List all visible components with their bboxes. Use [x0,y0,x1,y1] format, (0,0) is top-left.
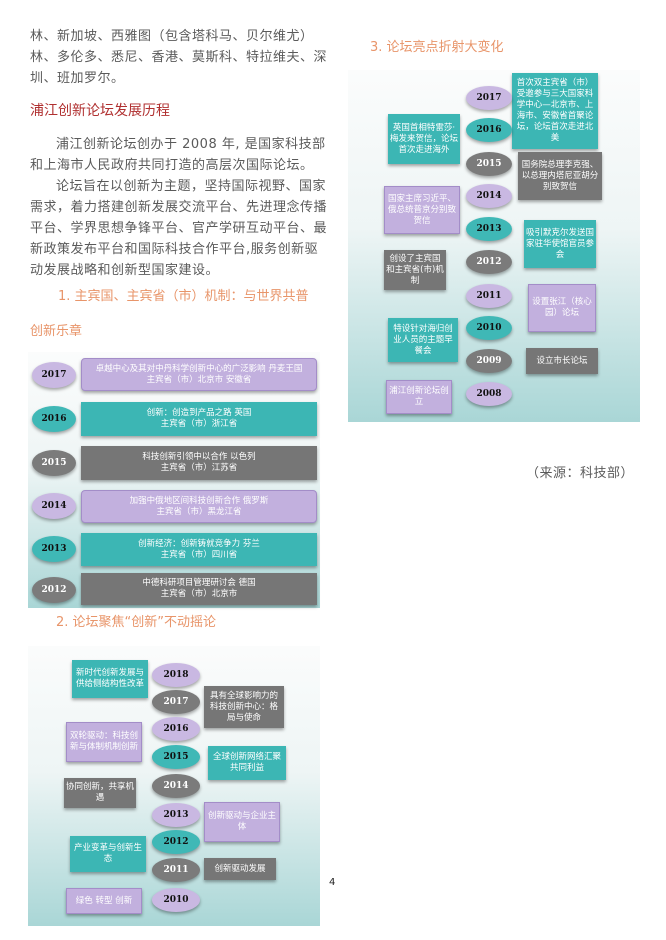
intro-line-2: 林、多伦多、悉尼、香港、莫斯科、特拉维夫、深 [30,50,328,65]
s3-left-box-4: 特设针对海归创业人员的主题早餐会 [388,318,458,362]
s2-right-box-2: 全球创新网络汇聚共同利益 [208,746,286,780]
s1-row-2015-text2: 主宾省（市）江苏省 [160,463,238,473]
s2-year-2012: 2012 [152,830,200,854]
section3-diagram: 首次双主宾省（市）受邀参与三大国家科学中心—北京市、上海市、安徽省首聚论坛，论坛… [348,70,640,422]
s1-row-2016-text2: 主宾省（市）浙江省 [160,419,238,429]
s2-right-box-1: 具有全球影响力的科技创新中心：格局与使命 [204,686,284,728]
s2-left-box-5: 绿色 转型 创新 [66,888,142,914]
s1-year-2012: 2012 [32,577,76,603]
history-para2-line3: 平台、学界思想争锋平台、官产学研互动平台、最 [30,221,328,236]
s2-year-2013: 2013 [152,803,200,827]
s2-year-2015: 2015 [152,745,200,769]
s1-row-2017-text2: 主宾省（市）北京市 安徽省 [146,374,252,385]
s3-left-box-5: 浦江创新论坛创立 [386,380,452,414]
s3-right-box-4: 设置张江（核心园）论坛 [528,284,596,332]
s1-row-2016: 创新：创造到产品之路 英国 主宾省（市）浙江省 [81,402,317,436]
s1-year-2016: 2016 [32,406,76,432]
s1-row-2013-text2: 主宾省（市）四川省 [160,549,238,560]
s1-row-2015: 科技创新引领中以合作 以色列 主宾省（市）江苏省 [81,446,317,480]
s3-left-box-1: 英国首相特雷莎·梅发来贺信，论坛首次走进海外 [388,114,460,164]
s1-row-2016-text1: 创新：创造到产品之路 英国 [146,408,252,418]
s2-right-box-3: 创新驱动与企业主体 [204,802,280,842]
s1-row-2014-text1: 加强中俄地区间科技创新合作 俄罗斯 [129,495,269,506]
s1-year-2017: 2017 [32,362,76,388]
s1-year-2015: 2015 [32,450,76,476]
history-para2-line5: 动发展战略和创新型国家建设。 [30,263,220,278]
s1-row-2013: 创新经济：创新铸就竞争力 芬兰 主宾省（市）四川省 [81,533,317,566]
s3-year-2017: 2017 [466,86,512,110]
intro-line-3: 圳、班加罗尔。 [30,71,125,86]
s2-year-2016: 2016 [152,717,200,741]
s3-year-2011: 2011 [466,284,512,308]
s3-year-2010: 2010 [466,316,512,340]
s2-left-box-3: 协同创新，共享机遇 [64,778,136,808]
page-number: 4 [329,877,336,888]
s2-year-2010: 2010 [152,888,200,912]
section2-heading: 2. 论坛聚焦“创新”不动摇论 [56,615,217,630]
history-para2-line1: 论坛旨在以创新为主题，坚持国际视野、国家 [56,179,327,194]
s1-row-2017-text1: 卓越中心及其对中丹科学创新中心的广泛影响 丹麦王国 [95,363,303,374]
source-note: （来源：科技部） [526,466,635,481]
s1-row-2012: 中德科研项目管理研讨会 德国 主宾省（市）北京市 [81,573,317,605]
section1-diagram: 2017 卓越中心及其对中丹科学创新中心的广泛影响 丹麦王国 主宾省（市）北京市… [28,352,320,608]
s2-year-2018: 2018 [152,663,200,687]
s2-year-2017: 2017 [152,690,200,714]
s3-year-2012: 2012 [466,250,512,274]
s2-year-2011: 2011 [152,858,200,882]
history-para1-line1: 浦江创新论坛创办于 2008 年, 是国家科技部 [56,137,326,152]
s2-right-box-4: 创新驱动发展 [204,858,276,880]
s2-left-box-1: 新时代创新发展与供给侧结构性改革 [72,660,148,698]
s1-row-2012-text2: 主宾省（市）北京市 [160,589,238,599]
s1-row-2012-text1: 中德科研项目管理研讨会 德国 [142,578,256,588]
s1-row-2015-text1: 科技创新引领中以合作 以色列 [142,452,256,462]
s3-year-2009: 2009 [466,349,512,373]
s1-row-2017: 卓越中心及其对中丹科学创新中心的广泛影响 丹麦王国 主宾省（市）北京市 安徽省 [81,358,317,391]
s1-row-2014-text2: 主宾省（市）黑龙江省 [156,506,242,517]
history-heading: 浦江创新论坛发展历程 [30,103,170,119]
s2-left-box-4: 产业变革与创新生态 [70,836,146,872]
s3-right-box-1: 首次双主宾省（市）受邀参与三大国家科学中心—北京市、上海市、安徽省首聚论坛，论坛… [512,73,598,149]
s3-right-box-5: 设立市长论坛 [526,348,598,374]
s3-year-2015: 2015 [466,152,512,176]
intro-line-1: 林、新加坡、西雅图（包含塔科马、贝尔维尤） [30,29,314,44]
history-para2-line4: 新政策发布平台和国际科技合作平台,服务创新驱 [30,242,319,257]
s3-year-2016: 2016 [466,118,512,142]
section1-heading-line1: 1. 主宾国、主宾省（市）机制：与世界共普 [58,289,309,304]
section1-heading-line2: 创新乐章 [30,324,83,339]
section2-diagram: 新时代创新发展与供给侧结构性改革 双轮驱动：科技创新与体制机制创新 协同创新，共… [28,646,320,926]
s3-left-box-2: 国家主席习近平、俄总统普京分别致贺信 [384,186,460,234]
s1-row-2014: 加强中俄地区间科技创新合作 俄罗斯 主宾省（市）黑龙江省 [81,490,317,523]
s3-year-2014: 2014 [466,184,512,208]
s1-year-2014: 2014 [32,493,76,519]
history-para1-line2: 和上海市人民政府共同打造的高层次国际论坛。 [30,158,314,173]
s1-row-2013-text1: 创新经济：创新铸就竞争力 芬兰 [138,538,260,549]
s3-year-2013: 2013 [466,217,512,241]
s3-year-2008: 2008 [466,382,512,406]
history-para2-line2: 需求，着力搭建创新发展交流平台、先进理念传播 [30,200,328,215]
s1-year-2013: 2013 [32,536,76,562]
s3-right-box-2: 国务院总理李克强、以总理内塔尼亚胡分别致贺信 [518,152,602,200]
s3-left-box-3: 创设了主宾国和主宾省(市)机制 [384,250,446,290]
s2-left-box-2: 双轮驱动：科技创新与体制机制创新 [66,722,142,762]
section3-heading: 3. 论坛亮点折射大变化 [370,40,504,55]
s2-year-2014: 2014 [152,774,200,798]
s3-right-box-3: 吸引默克尔发送国家驻华使馆官员参会 [524,220,596,268]
